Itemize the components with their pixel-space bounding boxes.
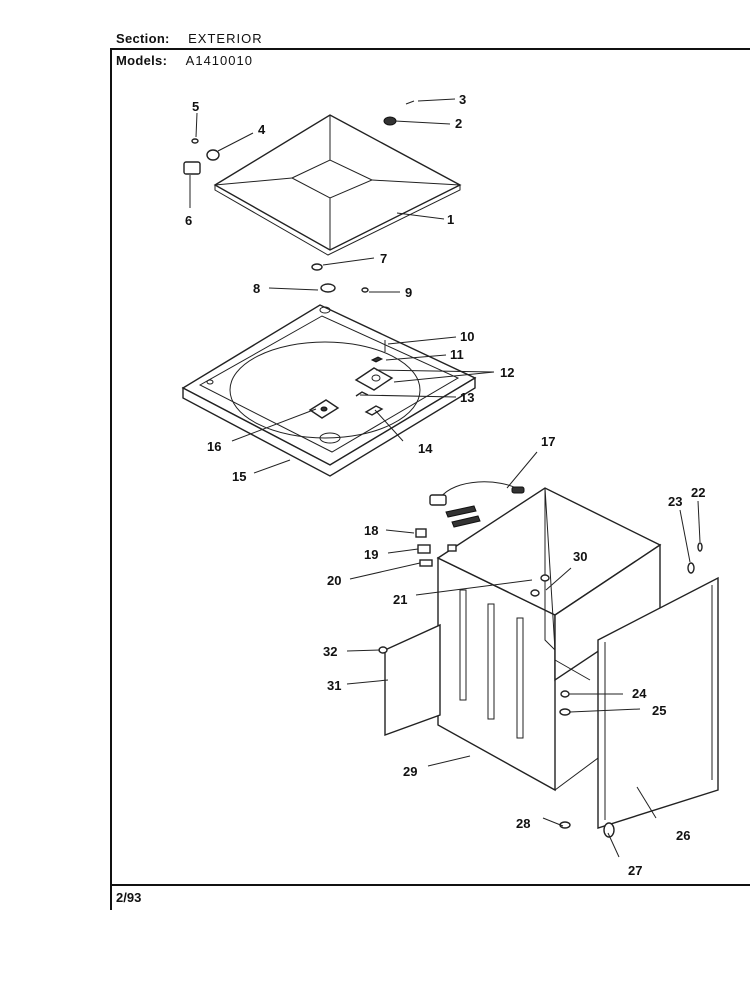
callout-30: 30: [573, 549, 587, 564]
callout-12: 12: [500, 365, 514, 380]
side-panel-part: [597, 542, 719, 838]
callout-10: 10: [460, 329, 474, 344]
access-panel-part: [378, 623, 441, 736]
callout-22: 22: [691, 485, 705, 500]
callout-23: 23: [668, 494, 682, 509]
callout-16: 16: [207, 439, 221, 454]
callout-18: 18: [364, 523, 378, 538]
callout-6: 6: [185, 213, 192, 228]
cabinet-top-part: [181, 283, 477, 477]
callout-17: 17: [541, 434, 555, 449]
models-label: Models:: [116, 53, 168, 68]
section-heading: Section: EXTERIOR: [116, 30, 263, 48]
callout-4: 4: [258, 122, 266, 137]
diagram-frame: [110, 48, 750, 910]
callout-32: 32: [323, 644, 337, 659]
lid-part: [213, 114, 462, 256]
callout-19: 19: [364, 547, 378, 562]
lid-hinge-parts: [183, 100, 415, 271]
callout-leaders: [189, 98, 701, 858]
callout-5: 5: [192, 99, 199, 114]
section-label: Section:: [116, 31, 170, 46]
callout-21: 21: [393, 592, 407, 607]
callout-15: 15: [232, 469, 246, 484]
frame-bottom-rule: [110, 884, 750, 886]
callout-29: 29: [403, 764, 417, 779]
callout-13: 13: [460, 390, 474, 405]
models-value: A1410010: [185, 53, 253, 68]
callout-26: 26: [676, 828, 690, 843]
callout-1: 1: [447, 212, 454, 227]
callout-11: 11: [450, 347, 464, 362]
callout-8: 8: [253, 281, 260, 296]
cabinet-part: [436, 487, 662, 792]
callout-31: 31: [327, 678, 341, 693]
power-cord-part: [429, 481, 525, 528]
callout-20: 20: [327, 573, 341, 588]
callout-28: 28: [516, 816, 530, 831]
callout-9: 9: [405, 285, 412, 300]
callout-labels: 1 2 3 4 5 6 7 8 9 10 11 12 13 14 15 16 1…: [185, 92, 705, 878]
callout-2: 2: [455, 116, 462, 131]
models-heading: Models: A1410010: [116, 52, 253, 70]
callout-14: 14: [418, 441, 433, 456]
callout-25: 25: [652, 703, 666, 718]
section-value: EXTERIOR: [188, 31, 263, 46]
callout-24: 24: [632, 686, 647, 701]
lid-switch-parts: [308, 287, 394, 419]
callout-7: 7: [380, 251, 387, 266]
date-code: 2/93: [116, 890, 142, 905]
callout-27: 27: [628, 863, 642, 878]
callout-3: 3: [459, 92, 466, 107]
